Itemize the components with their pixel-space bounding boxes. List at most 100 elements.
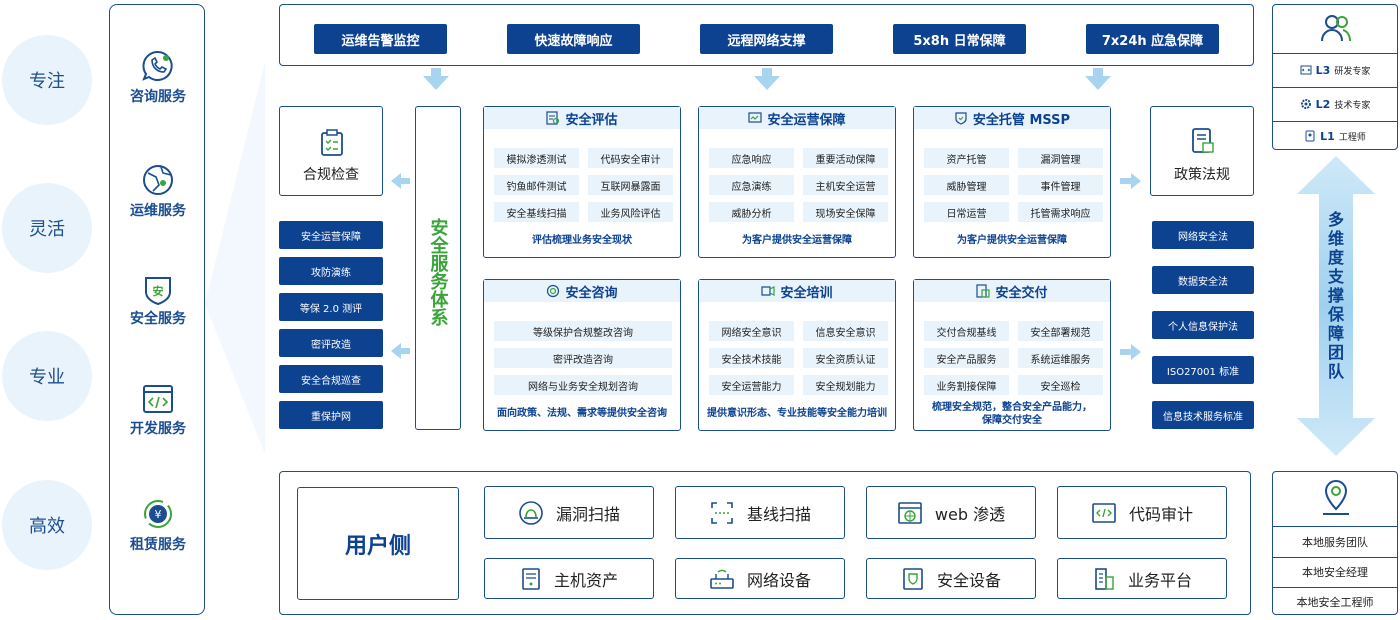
- location-pin-icon: [1323, 479, 1349, 515]
- expert-tag: L3: [1315, 63, 1331, 77]
- connector-shape: [205, 62, 265, 454]
- value-circle-flexible: 灵活: [2, 183, 92, 273]
- expert-team-panel: L3 研发专家 L2 技术专家 L1 工程师: [1272, 4, 1398, 150]
- user-tile-web-pentest[interactable]: web 渗透: [866, 486, 1036, 539]
- compliance-check-card[interactable]: 合规检查: [279, 106, 383, 196]
- assess-icon: [546, 111, 560, 125]
- local-team-item: 本地安全经理: [1273, 558, 1397, 586]
- web-globe-icon: [898, 501, 922, 524]
- module-footer: 为客户提供安全运营保障: [957, 235, 1067, 246]
- right-list-item[interactable]: 个人信息保护法: [1152, 311, 1254, 339]
- module-header: 安全评估: [484, 107, 680, 129]
- user-tile-label: 业务平台: [1127, 570, 1192, 590]
- module-footer: 评估梳理业务安全现状: [532, 235, 632, 246]
- left-list-item[interactable]: 密评改造: [279, 329, 383, 357]
- security-service-system-label: 安全服务体系: [427, 218, 449, 326]
- right-list-item[interactable]: 网络安全法: [1152, 221, 1254, 249]
- svg-text:¥: ¥: [155, 508, 162, 521]
- left-list-item[interactable]: 等保 2.0 测评: [279, 293, 383, 321]
- user-tile-vuln-scan[interactable]: 漏洞扫描: [484, 486, 654, 539]
- module-chip: 网络安全意识: [709, 321, 794, 341]
- policy-card[interactable]: 政策法规: [1150, 106, 1254, 196]
- module-title: 安全运营保障: [767, 112, 846, 128]
- module-chip: 互联网暴露面: [588, 175, 673, 195]
- divider: [1273, 121, 1397, 122]
- svg-text:安: 安: [153, 284, 164, 298]
- service-operations[interactable]: 运维服务: [110, 163, 206, 220]
- module-chip: 业务风险评估: [588, 202, 673, 222]
- code-window-icon: [143, 385, 173, 413]
- service-category-panel: 咨询服务 运维服务 安 安全服务 开发服务 ¥ 租赁服务: [109, 4, 205, 615]
- service-security[interactable]: 安 安全服务: [110, 275, 206, 328]
- local-team-panel: 本地服务团队 本地安全经理 本地安全工程师: [1272, 471, 1398, 615]
- ops-icon: [748, 112, 763, 123]
- left-list-item[interactable]: 重保护网: [279, 401, 383, 429]
- top-button-5x8[interactable]: 5x8h 日常保障: [893, 24, 1026, 54]
- service-label: 开发服务: [130, 421, 186, 437]
- module-chip: 资产托管: [924, 148, 1009, 168]
- right-list-item[interactable]: 信息技术服务标准: [1152, 401, 1254, 429]
- user-tile-code-audit[interactable]: 代码审计: [1057, 486, 1227, 539]
- expert-label: 技术专家: [1334, 100, 1371, 111]
- left-list-item[interactable]: 安全运营保障: [279, 221, 383, 249]
- bug-scan-icon: [519, 500, 543, 525]
- down-arrow-icon: [754, 76, 780, 90]
- right-list-item[interactable]: 数据安全法: [1152, 266, 1254, 294]
- service-label: 租赁服务: [130, 537, 186, 553]
- circle-label: 专业: [29, 367, 65, 388]
- module-chip: 等级保护合规整改咨询: [494, 321, 672, 341]
- circle-label: 灵活: [29, 219, 65, 240]
- left-arrow-icon: [391, 343, 401, 359]
- expert-level-l2: L2 技术专家: [1273, 91, 1397, 117]
- left-list-item[interactable]: 攻防演练: [279, 257, 383, 285]
- value-circle-efficient: 高效: [2, 480, 92, 570]
- user-tile-network-device[interactable]: 网络设备: [675, 558, 845, 599]
- top-button-fast-response[interactable]: 快速故障响应: [507, 24, 640, 54]
- top-button-7x24[interactable]: 7x24h 应急保障: [1086, 24, 1219, 54]
- module-chip: 安全巡检: [1018, 375, 1103, 395]
- top-guarantee-panel: 运维告警监控 快速故障响应 远程网络支撑 5x8h 日常保障 7x24h 应急保…: [279, 4, 1254, 66]
- user-tile-label: 主机资产: [553, 570, 618, 590]
- down-arrow-stem: [762, 68, 772, 76]
- top-button-alert-monitor[interactable]: 运维告警监控: [314, 24, 447, 54]
- service-development[interactable]: 开发服务: [110, 383, 206, 438]
- module-header: 安全交付: [914, 280, 1110, 302]
- module-header: 安全托管 MSSP: [914, 107, 1110, 129]
- module-chip: 代码安全审计: [588, 148, 673, 168]
- service-leasing[interactable]: ¥ 租赁服务: [110, 497, 206, 554]
- platform-icon: [1095, 567, 1114, 590]
- left-list-item[interactable]: 安全合规巡查: [279, 365, 383, 393]
- security-service-system: 安全服务体系: [415, 106, 461, 430]
- expert-level-l3: L3 研发专家: [1273, 57, 1397, 83]
- team-icon: [1321, 15, 1351, 42]
- module-chip: 密评改造咨询: [494, 348, 672, 368]
- divider: [1273, 587, 1397, 588]
- expert-label: 研发专家: [1334, 66, 1371, 77]
- module-header: 安全运营保障: [699, 107, 895, 129]
- local-team-item: 本地安全工程师: [1273, 588, 1397, 616]
- down-arrow-stem: [1093, 68, 1103, 76]
- user-tile-business-platform[interactable]: 业务平台: [1057, 558, 1227, 599]
- module-chip: 威胁分析: [709, 202, 794, 222]
- user-tile-host-assets[interactable]: 主机资产: [484, 558, 654, 599]
- top-button-remote-support[interactable]: 远程网络支撑: [700, 24, 833, 54]
- module-security-training: 安全培训 网络安全意识 信息安全意识 安全技术技能 安全资质认证 安全运营能力 …: [698, 279, 896, 431]
- user-tile-label: 网络设备: [746, 570, 811, 590]
- clipboard-icon: [321, 129, 343, 156]
- module-chip: 安全产品服务: [924, 348, 1009, 368]
- local-team-item: 本地服务团队: [1273, 528, 1397, 556]
- module-chip: 业务割接保障: [924, 375, 1009, 395]
- module-chip: 信息安全意识: [803, 321, 888, 341]
- circle-label: 专注: [29, 71, 65, 92]
- module-security-delivery: 安全交付 交付合规基线 安全部署规范 安全产品服务 系统运维服务 业务割接保障 …: [913, 279, 1111, 431]
- double-arrow-icon: [1297, 156, 1375, 456]
- user-tile-security-device[interactable]: 安全设备: [866, 558, 1036, 599]
- module-chip: 重要活动保障: [803, 148, 888, 168]
- module-chip: 应急响应: [709, 148, 794, 168]
- service-consulting[interactable]: 咨询服务: [110, 49, 206, 106]
- down-arrow-stem: [431, 68, 441, 76]
- expert-tag: L1: [1320, 129, 1335, 143]
- right-list-item[interactable]: ISO27001 标准: [1152, 356, 1254, 384]
- user-tile-baseline-scan[interactable]: 基线扫描: [675, 486, 845, 539]
- module-chip: 安全规划能力: [803, 375, 888, 395]
